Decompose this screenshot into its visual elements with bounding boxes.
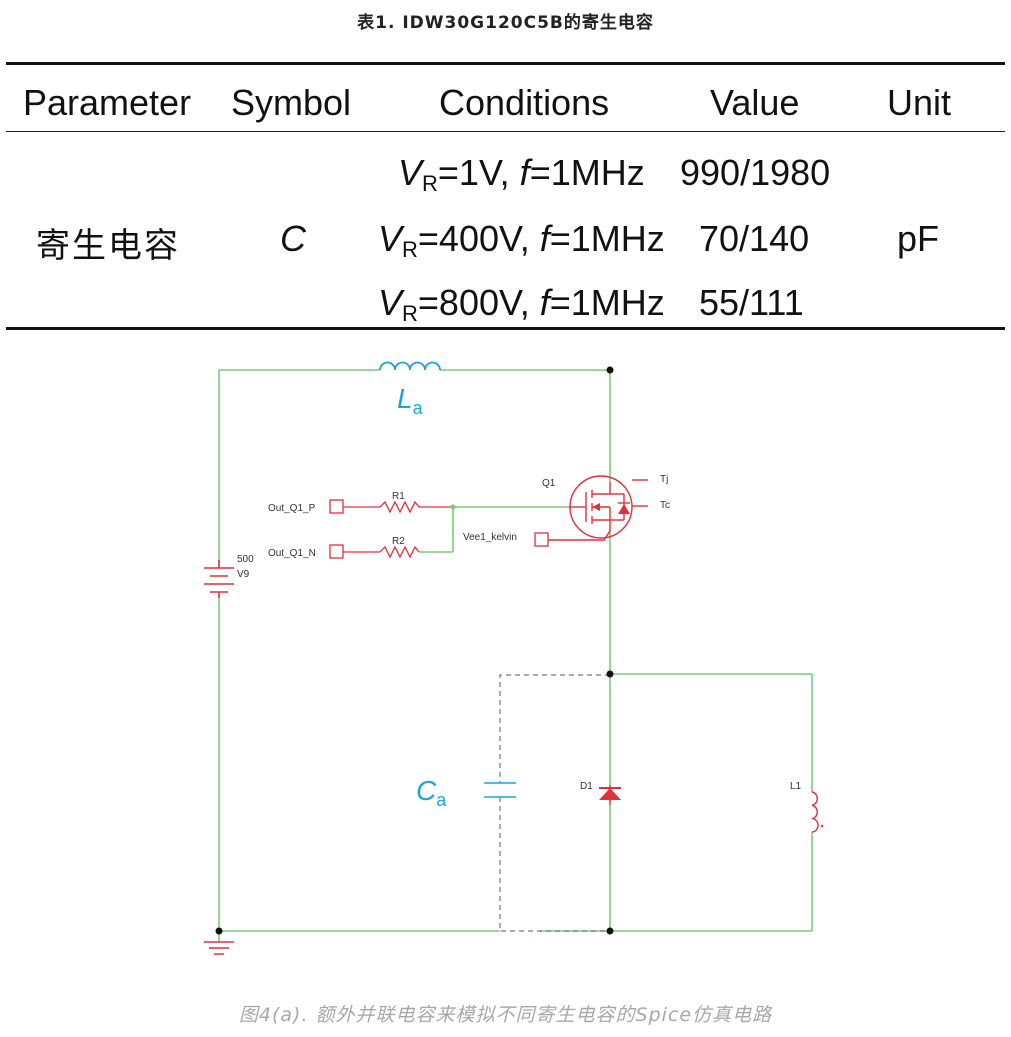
cell-unit: pF bbox=[897, 218, 940, 259]
table-rule-bottom bbox=[6, 327, 1005, 330]
mosfet-body-diode-icon bbox=[618, 504, 630, 514]
label-vee1-kelvin: Vee1_kelvin bbox=[463, 532, 517, 543]
label-d1: D1 bbox=[580, 781, 593, 792]
inductor-l1-dot-icon bbox=[820, 824, 824, 828]
header-conditions: Conditions bbox=[439, 82, 610, 123]
header-parameter: Parameter bbox=[23, 82, 192, 123]
label-v9-name: V9 bbox=[237, 569, 250, 580]
junction-gate bbox=[450, 504, 456, 510]
voltage-source-v9-icon bbox=[204, 560, 234, 598]
label-r2: R2 bbox=[392, 536, 405, 547]
cell-condition-row2: VR=400V, f=1MHz bbox=[378, 218, 665, 262]
header-symbol: Symbol bbox=[231, 82, 352, 123]
figure-caption: 图4(a). 额外并联电容来模拟不同寄生电容的Spice仿真电路 bbox=[238, 1004, 773, 1026]
cell-value-row1: 990/1980 bbox=[680, 152, 831, 193]
inductor-l1-icon bbox=[811, 791, 819, 833]
port-vee1-kelvin-icon bbox=[534, 532, 549, 547]
dashed-capacitor-branch bbox=[499, 674, 610, 932]
cell-value-row2: 70/140 bbox=[699, 218, 810, 259]
label-r1: R1 bbox=[392, 491, 405, 502]
header-value: Value bbox=[710, 82, 800, 123]
circuit-wires bbox=[218, 369, 813, 942]
inductor-la-icon bbox=[379, 361, 441, 371]
spice-circuit-schematic: La Ca 500 V9 Out_Q1_P Out_Q1_N R1 R2 bbox=[204, 361, 824, 955]
cell-parameter: 寄生电容 bbox=[36, 226, 180, 266]
label-ca: Ca bbox=[416, 775, 447, 810]
mosfet-arrow-icon bbox=[592, 503, 600, 511]
label-q1: Q1 bbox=[542, 478, 556, 489]
resistor-r1-icon bbox=[379, 500, 453, 514]
port-out-q1-p-icon bbox=[329, 499, 380, 514]
mosfet-q1-icon bbox=[548, 475, 648, 541]
label-out-q1-p: Out_Q1_P bbox=[268, 503, 316, 514]
diode-d1-icon bbox=[599, 785, 621, 805]
table-rule-header bbox=[6, 131, 1005, 132]
cell-symbol: C bbox=[280, 218, 306, 259]
label-out-q1-n: Out_Q1_N bbox=[268, 548, 316, 559]
junction-dots bbox=[215, 366, 614, 935]
table-rule-top bbox=[6, 62, 1005, 65]
cell-condition-row3: VR=800V, f=1MHz bbox=[378, 282, 665, 326]
resistor-r2-icon bbox=[379, 545, 420, 559]
ground-icon bbox=[204, 941, 234, 955]
cell-condition-row1: VR=1V, f=1MHz bbox=[398, 152, 645, 196]
header-unit: Unit bbox=[887, 82, 952, 123]
capacitor-ca-icon bbox=[484, 782, 516, 798]
label-la: La bbox=[397, 383, 424, 418]
cell-value-row3: 55/111 bbox=[699, 282, 804, 323]
label-tj: Tj bbox=[660, 474, 668, 485]
table-title: 表1. IDW30G120C5B的寄生电容 bbox=[357, 13, 654, 33]
port-out-q1-n-icon bbox=[329, 544, 380, 559]
label-l1: L1 bbox=[790, 781, 802, 792]
label-v9-value: 500 bbox=[237, 554, 254, 565]
label-tc: Tc bbox=[660, 500, 670, 511]
